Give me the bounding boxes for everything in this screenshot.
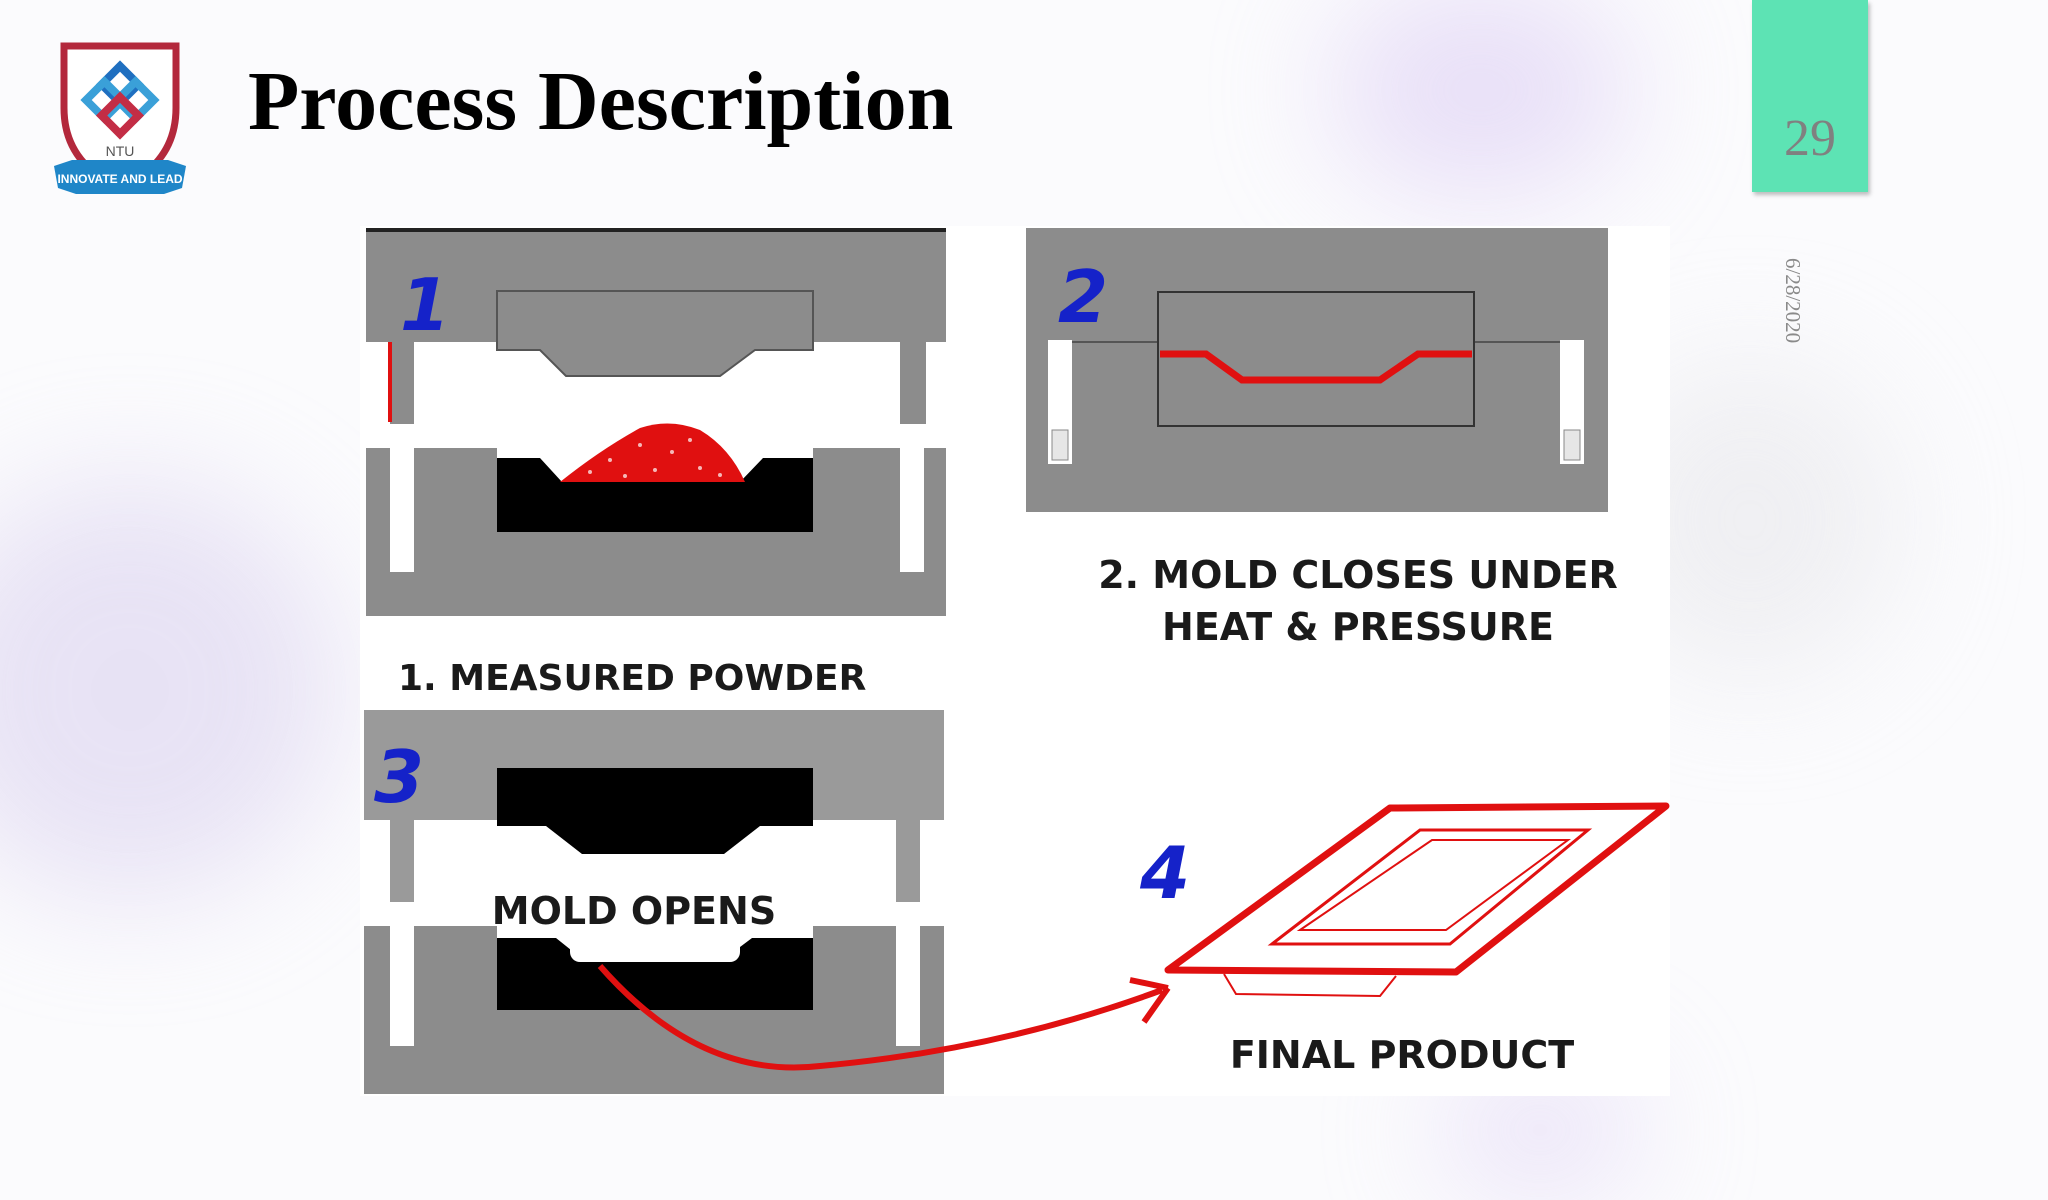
university-logo: NTU INNOVATE AND LEAD (50, 38, 200, 208)
transfer-arrow (597, 964, 1171, 1071)
step2-number: 2 (1058, 255, 1108, 339)
compression-molding-diagram: 1 1. MEASURED POWDER 2 2. MOLD CLOSES UN… (364, 228, 1670, 1094)
slide-date: 6/28/2020 (1781, 258, 1805, 344)
step3-mold: 3 (364, 710, 944, 1094)
page-number-tab: 29 (1752, 0, 1868, 192)
page-number: 29 (1784, 110, 1836, 167)
step4-caption: FINAL PRODUCT (1230, 1033, 1574, 1077)
slide-title: Process Description (248, 55, 954, 148)
step3-number: 3 (374, 735, 424, 819)
step3-caption: MOLD OPENS (492, 889, 776, 933)
background-blob (0, 480, 340, 900)
step1-number: 1 (400, 263, 450, 347)
step2-caption-line2: HEAT & PRESSURE (1162, 605, 1554, 649)
step1-caption: 1. MEASURED POWDER (398, 658, 866, 699)
background-blob (1330, 0, 1630, 200)
step4-number: 4 (1139, 831, 1190, 915)
step2-caption-line1: 2. MOLD CLOSES UNDER (1098, 553, 1618, 597)
logo-motto: INNOVATE AND LEAD (57, 172, 182, 186)
step1-mold: 1 (366, 228, 946, 616)
final-product: 4 (1139, 802, 1670, 998)
step2-mold: 2 (1026, 228, 1608, 512)
logo-initials: NTU (106, 143, 135, 159)
